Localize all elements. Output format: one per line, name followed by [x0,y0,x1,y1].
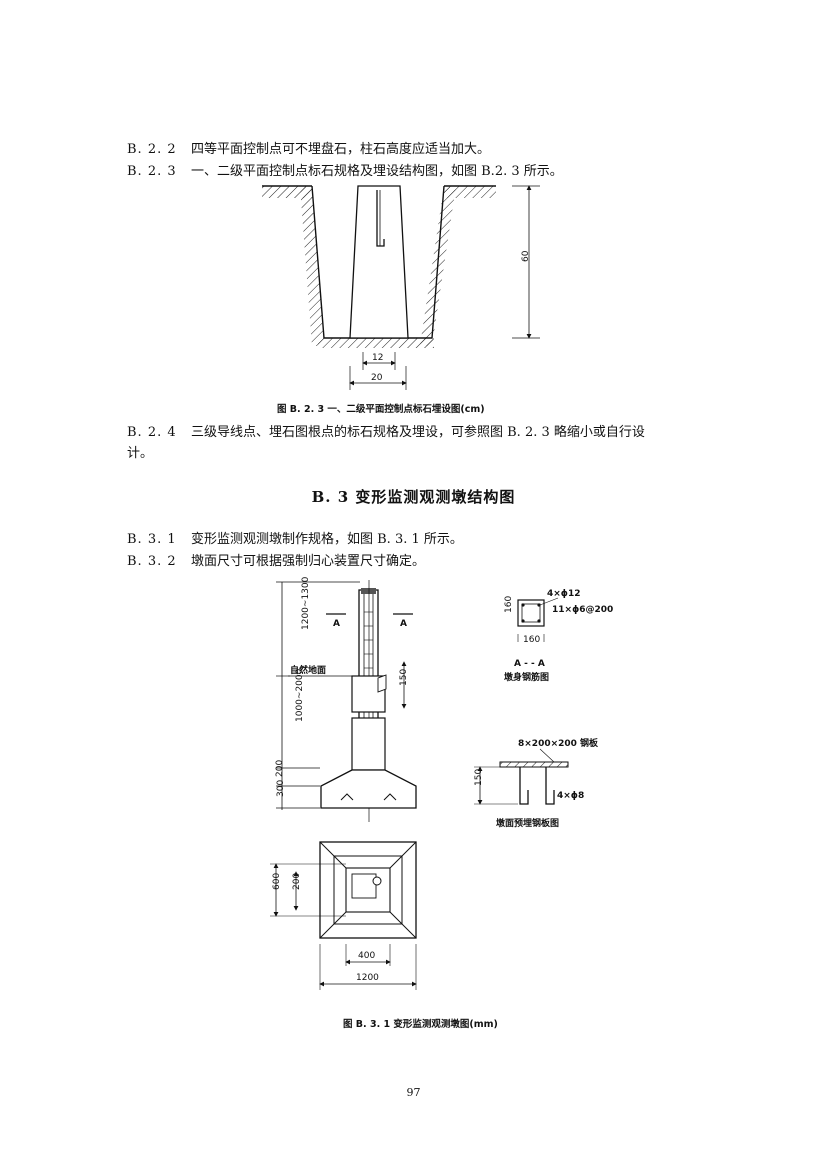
dim-300: 300 [276,780,286,797]
dim-60: 60 [521,250,531,262]
clause-text: 三级导线点、埋石图根点的标石规格及埋设，可参照图 B. 2. 3 略缩小或自行设 [191,425,645,440]
figure-b31-elevation: A A 自然地面 1200~1300 1000~2000 200 300 150 [275,576,417,822]
rebar-main-label: 4×ϕ12 [547,589,581,599]
dim-1200-1300: 1200~1300 [301,576,311,630]
steel-plate-title: 墩面预埋钢板图 [496,817,559,829]
paragraph-b332: B. 3. 2 墩面尺寸可根据强制归心装置尺寸确定。 [127,553,425,571]
section-aa-label: A - - A [514,659,545,669]
dim-1200: 1200 [356,973,379,983]
figure-b31-caption: 图 B. 3. 1 变形监测观测墩图(mm) [343,1019,498,1030]
clause-text: 四等平面控制点可不埋盘石，柱石高度应适当加大。 [191,142,491,157]
paragraph-b331: B. 3. 1 变形监测观测墩制作规格，如图 B. 3. 1 所示。 [127,531,463,549]
dim-200-plan: 200 [292,873,302,890]
clause-text: 墩面尺寸可根据强制归心装置尺寸确定。 [191,554,426,569]
section-heading: B. 3 变形监测观测墩结构图 [311,488,516,506]
dim-150: 150 [399,669,409,686]
dim-200: 200 [275,760,285,777]
clause-text: 变形监测观测墩制作规格，如图 B. 3. 1 所示。 [191,532,463,547]
clause-text: 一、二级平面控制点标石规格及埋设结构图，如图 B.2. 3 所示。 [191,164,563,179]
dim-160-h: 160 [504,596,514,613]
dim-150-plate: 150 [474,769,484,786]
figure-b31-section-aa: 4×ϕ12 11×ϕ6@200 160 160 A - - A 墩身钢筋图 [504,589,613,683]
steel-plate-label: 8×200×200 钢板 [518,737,599,749]
paragraph-b224-continued: 计。 [127,446,154,461]
page-number: 97 [406,1086,421,1099]
section-aa-title: 墩身钢筋图 [504,671,549,683]
section-mark-right: A [400,619,407,629]
paragraph-b222: B. 2. 2 四等平面控制点可不埋盘石，柱石高度应适当加大。 [127,141,490,159]
dim-400: 400 [358,951,375,961]
clause-number: B. 3. 2 [127,554,177,569]
paragraph-b224: B. 2. 4 三级导线点、埋石图根点的标石规格及埋设，可参照图 B. 2. 3 … [127,424,645,442]
clause-number: B. 3. 1 [127,532,177,547]
figure-b31-steel-plate: 8×200×200 钢板 4×ϕ8 150 墩面预埋钢板图 [474,737,599,829]
figure-b23-drawing: 60 12 20 [262,185,540,390]
section-mark-left: A [333,619,340,629]
dim-160-w: 160 [523,635,540,645]
bar-label: 4×ϕ8 [557,791,584,801]
dim-12: 12 [372,353,383,363]
clause-number: B. 2. 3 [127,164,177,179]
dim-20: 20 [371,373,383,383]
rebar-stirrup-label: 11×ϕ6@200 [552,605,613,615]
dim-600: 600 [272,873,282,890]
figure-b23-caption: 图 B. 2. 3 一、二级平面控制点标石埋设图(cm) [277,404,485,415]
clause-number: B. 2. 4 [127,425,177,440]
clause-number: B. 2. 2 [127,142,177,157]
dim-1000-2000: 1000~2000 [295,668,305,722]
paragraph-b223: B. 2. 3 一、二级平面控制点标石规格及埋设结构图，如图 B.2. 3 所示。 [127,163,563,181]
ground-label: 自然地面 [290,664,326,676]
figure-b31-plan: 600 200 400 1200 [270,841,417,990]
